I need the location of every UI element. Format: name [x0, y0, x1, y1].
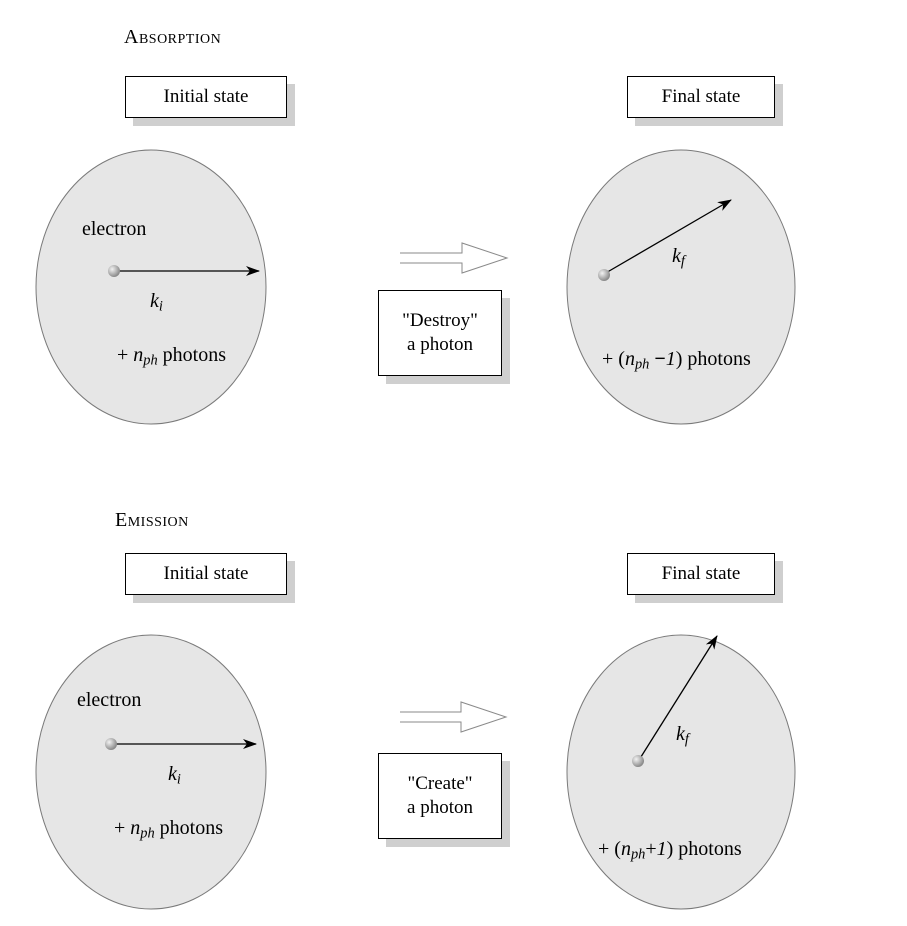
absorption-final-photons-number: 1	[665, 348, 676, 370]
absorption-initial-photons-symbol: n	[133, 344, 144, 366]
absorption-initial-state-circle	[35, 149, 267, 425]
emission-final-photons-symbol: n	[620, 838, 631, 860]
absorption-final-photons-symbol: n	[624, 348, 635, 370]
emission-final-photons-prefix: + (	[598, 838, 621, 860]
absorption-initial-photons-subscript: ph	[143, 352, 158, 369]
absorption-initial-photons-suffix: photons	[157, 344, 227, 366]
emission-final-state-label: Final state	[661, 563, 741, 584]
emission-initial-photons-symbol: n	[130, 817, 141, 839]
absorption-hollow-arrow	[400, 242, 509, 274]
absorption-final-state-label: Final state	[661, 86, 741, 107]
absorption-final-photons-label: + (nph −1) photons	[602, 348, 751, 373]
emission-ki-label: ki	[168, 763, 181, 788]
emission-final-photons-operator: +	[645, 838, 657, 860]
emission-initial-state-label: Initial state	[163, 563, 249, 584]
emission-ki-subscript: i	[176, 771, 181, 788]
emission-initial-photons-suffix: photons	[154, 817, 224, 839]
emission-final-state-box: Final state	[627, 553, 775, 595]
emission-final-photons-number: 1	[656, 838, 667, 860]
emission-final-state-circle	[566, 634, 796, 910]
emission-electron-label: electron	[77, 689, 142, 711]
absorption-ki-subscript: i	[158, 298, 163, 315]
emission-final-photons-label: + (nph+1) photons	[598, 838, 742, 863]
absorption-kf-symbol: k	[672, 245, 681, 267]
emission-initial-state-box: Initial state	[125, 553, 287, 595]
absorption-process-line1: "Destroy"	[402, 310, 478, 331]
absorption-kf-subscript: f	[680, 253, 685, 270]
emission-initial-photons-prefix: +	[114, 817, 131, 839]
absorption-final-photons-operator: −	[649, 348, 666, 370]
absorption-final-photons-subscript: ph	[634, 356, 650, 373]
emission-initial-photons-label: + nph photons	[114, 817, 224, 842]
emission-kf-subscript: f	[684, 731, 689, 748]
absorption-final-photons-suffix: ) photons	[675, 348, 751, 370]
emission-process-box: "Create" a photon	[378, 753, 502, 839]
absorption-electron-label: electron	[82, 218, 147, 240]
absorption-kf-label: kf	[672, 245, 685, 270]
absorption-title: Absorption	[124, 26, 222, 48]
absorption-process-line2: a photon	[407, 334, 473, 355]
emission-ki-symbol: k	[168, 763, 177, 785]
absorption-initial-electron	[108, 265, 120, 277]
emission-process-line2: a photon	[407, 797, 473, 818]
emission-final-photons-subscript: ph	[630, 846, 646, 863]
absorption-final-state-box: Final state	[627, 76, 775, 118]
emission-hollow-arrow	[400, 701, 508, 733]
absorption-final-momentum-arrow	[603, 199, 732, 275]
emission-initial-electron	[105, 738, 117, 750]
absorption-process-box: "Destroy" a photon	[378, 290, 502, 376]
emission-initial-state-circle	[35, 634, 267, 910]
absorption-ki-symbol: k	[150, 290, 159, 312]
emission-title: Emission	[115, 509, 189, 531]
emission-final-photons-suffix: ) photons	[666, 838, 742, 860]
emission-kf-label: kf	[676, 723, 689, 748]
absorption-initial-state-label: Initial state	[163, 86, 249, 107]
absorption-final-photons-prefix: + (	[602, 348, 625, 370]
absorption-initial-photons-prefix: +	[117, 344, 134, 366]
emission-initial-photons-subscript: ph	[140, 825, 155, 842]
absorption-ki-label: ki	[150, 290, 163, 315]
emission-process-line1: "Create"	[407, 773, 473, 794]
absorption-initial-photons-label: + nph photons	[117, 344, 227, 369]
absorption-final-state-circle	[566, 149, 796, 425]
emission-final-momentum-arrow	[638, 635, 718, 761]
absorption-initial-state-box: Initial state	[125, 76, 287, 118]
absorption-final-electron	[598, 269, 610, 281]
emission-final-electron	[632, 755, 644, 767]
emission-kf-symbol: k	[676, 723, 685, 745]
